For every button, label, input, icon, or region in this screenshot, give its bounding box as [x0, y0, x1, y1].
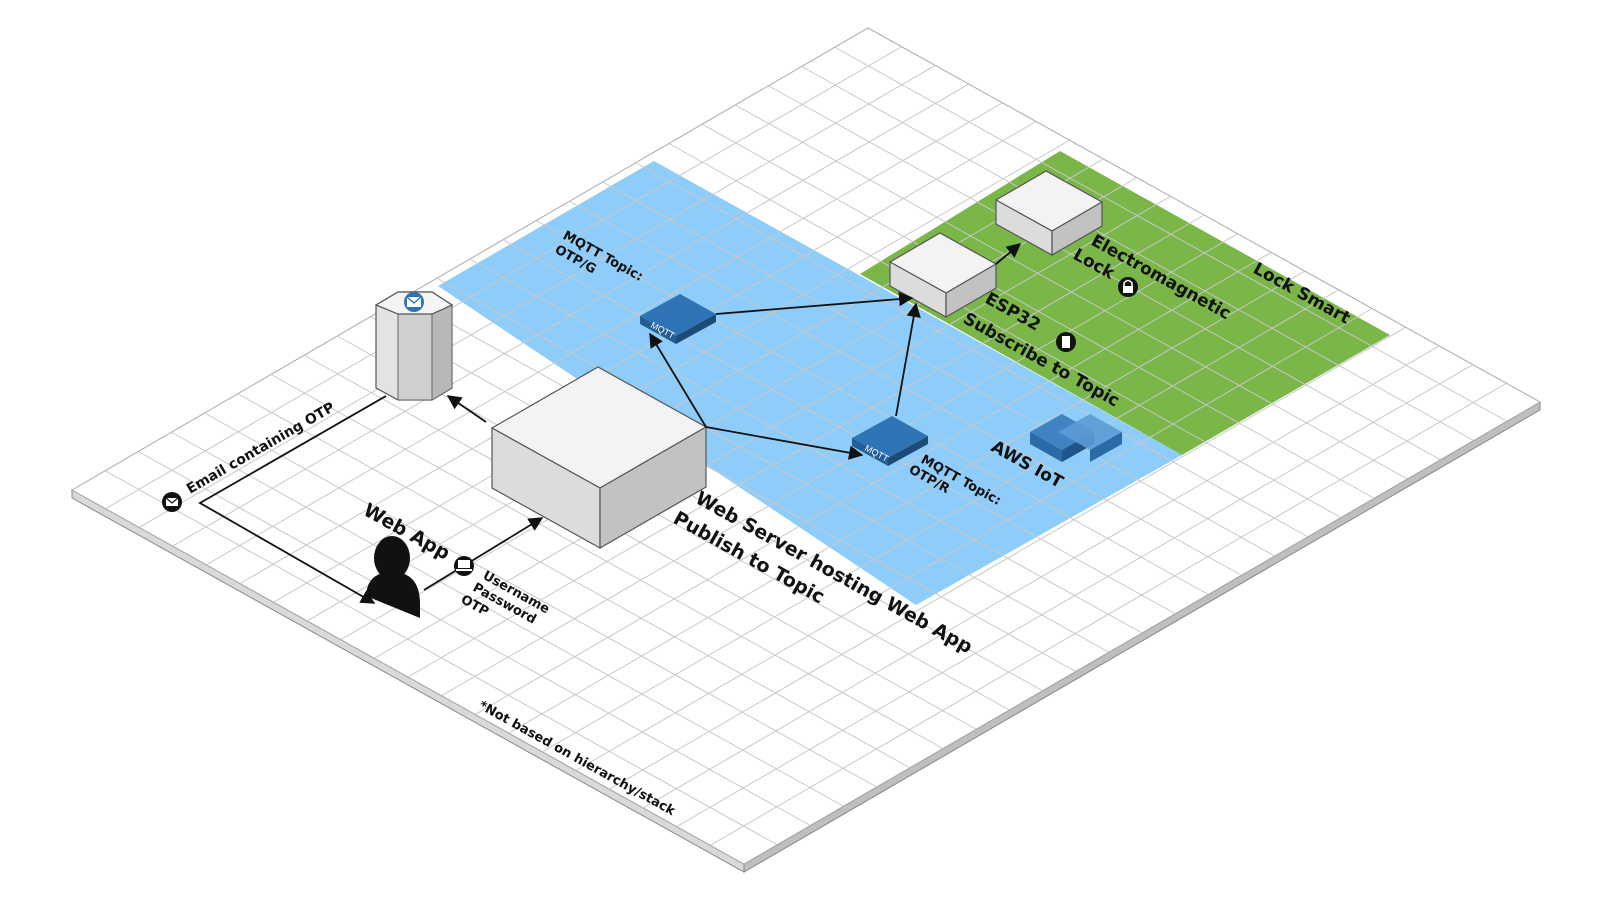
grid-line [575, 308, 1373, 771]
grid-line [105, 46, 902, 510]
grid-line [642, 345, 1440, 809]
grid-line [172, 83, 970, 547]
grid-line [340, 177, 1138, 641]
web-server-box [490, 366, 708, 550]
grid-line [239, 121, 1037, 584]
aws-region [438, 161, 1182, 605]
grid-line [609, 326, 1406, 790]
grid-line [72, 28, 869, 491]
envelope-icon [162, 492, 182, 512]
esp32-box [888, 232, 998, 319]
grid-line [306, 158, 1104, 622]
padlock-icon [1118, 277, 1138, 297]
grid-line [374, 195, 1171, 659]
grid-line [206, 102, 1003, 566]
grid-line [441, 233, 1238, 697]
grid-line [407, 214, 1205, 678]
grid-line [710, 382, 1507, 846]
grid-lines [72, 28, 1540, 864]
aws-iot-icon [1030, 414, 1122, 462]
grid-line [474, 251, 1272, 715]
smart-lock-region [860, 151, 1390, 455]
grid-line [138, 64, 936, 528]
email-server [374, 291, 454, 401]
grid-line [542, 289, 1339, 753]
electromagnetic-lock-box [994, 170, 1104, 257]
chip-icon [1056, 332, 1076, 352]
laptop-icon [454, 556, 474, 576]
mail-server-icon [404, 292, 424, 312]
grid-line [508, 270, 1306, 734]
arrows [198, 243, 1022, 604]
grid-line [676, 364, 1474, 828]
user-icon [366, 536, 420, 618]
